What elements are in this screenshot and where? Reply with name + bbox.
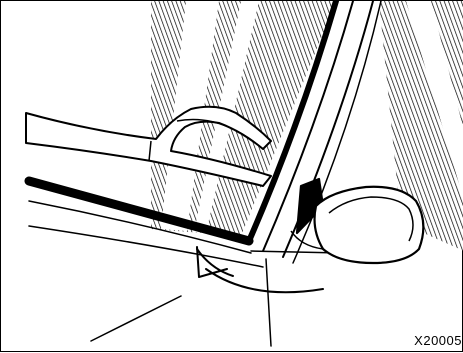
arrow-icon — [197, 247, 323, 292]
hood-line-icon — [91, 259, 271, 346]
figure-code: X20005 — [414, 333, 462, 348]
